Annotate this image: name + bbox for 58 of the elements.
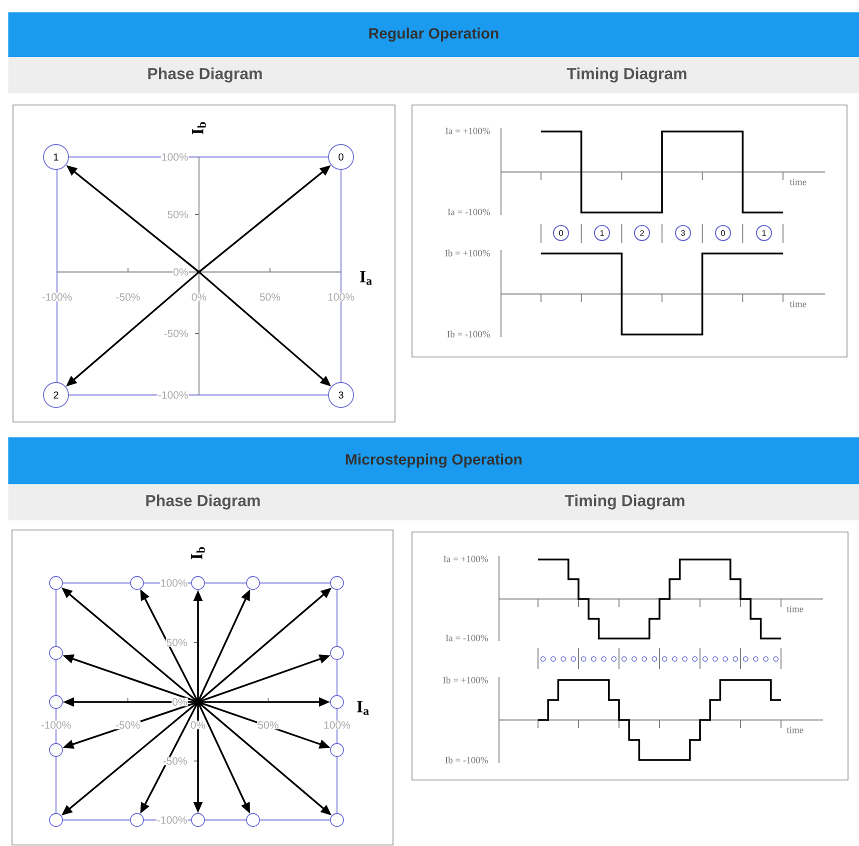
position-circle xyxy=(130,576,144,590)
level-label: Ia = -100% xyxy=(446,634,488,642)
tick-label: -100% xyxy=(40,720,72,730)
tick-label: 0% xyxy=(190,292,208,302)
level-label: Ib = -100% xyxy=(445,756,488,764)
position-circle xyxy=(49,576,63,590)
tick-label: 50% xyxy=(257,720,280,730)
axis-label: I$_{a}$ xyxy=(357,701,369,715)
tick-label: 50% xyxy=(259,292,281,302)
level-label: Ib = +100% xyxy=(443,676,488,684)
column-heading: Phase Diagram xyxy=(146,494,260,510)
level-label: Ib = +100% xyxy=(445,250,490,256)
position-circle xyxy=(246,576,260,590)
position-circle xyxy=(330,576,344,590)
level-label: Ib = -100% xyxy=(447,330,490,338)
level-label: Ia = +100% xyxy=(446,128,490,134)
position-circle xyxy=(330,813,344,827)
tick-label: -100% xyxy=(41,292,73,302)
axis-label: time xyxy=(786,726,804,734)
position-circle xyxy=(191,576,205,590)
tick-label: -50% xyxy=(163,329,189,338)
axis-label: time xyxy=(786,606,804,612)
column-heading: Phase Diagram xyxy=(148,68,262,82)
tick-label: 100% xyxy=(323,720,351,730)
tick-label: 0% xyxy=(172,268,189,276)
position-circle xyxy=(49,813,63,827)
position-circle xyxy=(49,646,63,660)
axis-label: I$_{b}$ xyxy=(191,547,205,560)
column-heading: Timing Diagram xyxy=(566,68,686,82)
tick-label: 100% xyxy=(160,578,188,588)
tick-label: 50% xyxy=(166,210,189,219)
tick-label: 50% xyxy=(166,638,188,647)
axis-label: time xyxy=(790,300,806,308)
tick-label: 100% xyxy=(160,152,189,162)
level-label: Ia = +100% xyxy=(444,556,488,562)
section-banner: Regular Operation xyxy=(8,12,859,58)
tick-label: 0% xyxy=(172,698,188,706)
position-circle xyxy=(130,813,144,827)
axis-label: I$_{b}$ xyxy=(192,122,206,134)
position-circle xyxy=(246,813,260,827)
tick-label: -50% xyxy=(162,756,188,766)
tick-label: 100% xyxy=(327,292,355,302)
position-circle xyxy=(191,813,205,827)
section-banner: Microstepping Operation xyxy=(8,437,859,484)
tick-label: -100% xyxy=(157,390,189,400)
position-circle xyxy=(330,695,344,709)
column-heading: Timing Diagram xyxy=(564,494,684,510)
tick-label: -50% xyxy=(115,292,141,302)
axis-label: time xyxy=(790,178,806,186)
position-circle xyxy=(49,743,63,757)
tick-label: -100% xyxy=(156,816,188,824)
tick-label: 0% xyxy=(190,720,206,730)
axis-label: I$_{a}$ xyxy=(360,271,372,285)
position-circle xyxy=(330,743,344,757)
position-circle xyxy=(330,646,344,660)
level-label: Ia = -100% xyxy=(448,208,490,216)
position-circle xyxy=(49,695,63,709)
tick-label: -50% xyxy=(115,720,141,730)
